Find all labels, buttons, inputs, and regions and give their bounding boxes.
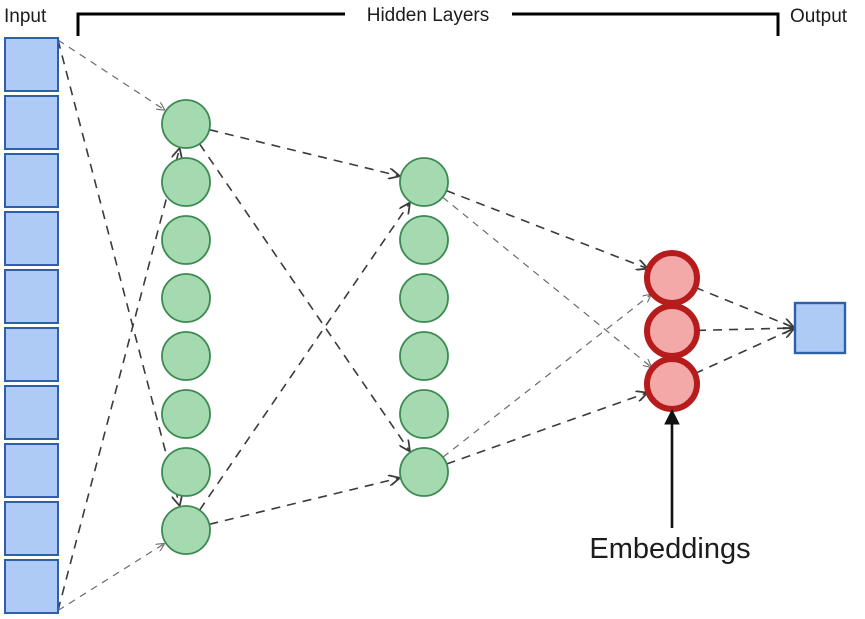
connection-edge — [57, 39, 164, 110]
input-node — [4, 211, 59, 266]
input-node — [4, 385, 59, 440]
hidden-node — [399, 389, 449, 439]
hidden-node — [399, 273, 449, 323]
bracket-right-segment — [512, 12, 780, 36]
bracket-left-segment — [76, 12, 345, 36]
input-node — [4, 501, 59, 556]
connection-edge — [446, 393, 647, 465]
hidden-node — [161, 505, 211, 555]
output-label: Output — [790, 6, 848, 27]
hidden-node — [161, 389, 211, 439]
hidden-node — [161, 447, 211, 497]
connection-edge — [198, 203, 410, 511]
input-node — [4, 95, 59, 150]
connection-edges — [57, 39, 793, 612]
input-node — [4, 559, 59, 614]
connection-edge — [694, 286, 793, 327]
connection-edge — [209, 478, 398, 526]
output-node — [793, 301, 847, 355]
connection-edge — [57, 39, 179, 505]
connection-edge — [446, 189, 646, 269]
input-label: Input — [4, 6, 47, 27]
hidden-node — [399, 331, 449, 381]
connection-edge — [694, 329, 793, 375]
hidden-node — [399, 157, 449, 207]
input-node — [4, 443, 59, 498]
hidden-node — [161, 157, 211, 207]
input-node — [4, 269, 59, 324]
embeddings-callout-label: Embeddings — [589, 533, 750, 565]
hidden-node — [161, 273, 211, 323]
input-node — [4, 327, 59, 382]
hidden-node — [399, 215, 449, 265]
connection-edge — [57, 149, 179, 611]
layer-nodes — [4, 37, 847, 614]
embedding-node — [644, 250, 700, 306]
input-node — [4, 37, 59, 92]
connection-edge — [198, 143, 410, 451]
hidden-layers-label: Hidden Layers — [367, 5, 490, 26]
connection-edge — [442, 295, 651, 458]
connection-edge — [442, 196, 651, 367]
connection-edge — [57, 544, 164, 612]
hidden-node — [161, 99, 211, 149]
hidden-layers-bracket — [76, 12, 780, 36]
input-node — [4, 153, 59, 208]
connection-edge — [209, 128, 398, 176]
hidden-node — [161, 215, 211, 265]
connection-edge — [696, 328, 793, 330]
hidden-node — [399, 447, 449, 497]
embedding-node — [644, 356, 700, 412]
hidden-node — [161, 331, 211, 381]
embedding-node — [644, 303, 700, 359]
